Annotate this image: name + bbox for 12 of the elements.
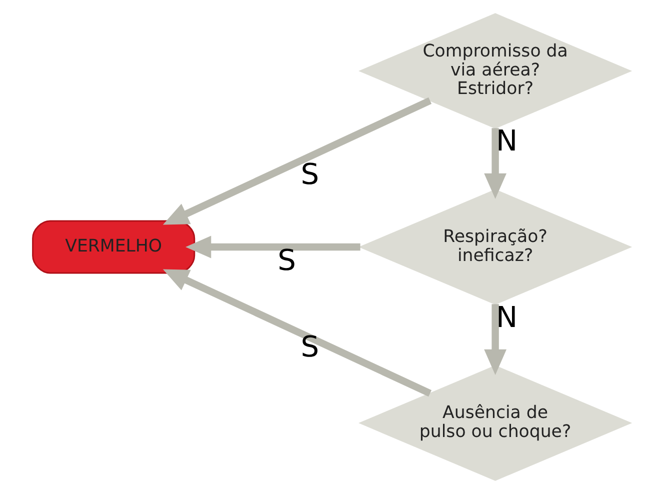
node-diamond: Compromisso da via aérea? Estridor?	[358, 13, 632, 129]
node-box: VERMELHO	[32, 220, 195, 274]
edge-label: S	[300, 329, 319, 364]
node-diamond: Ausência de pulso ou choque?	[358, 365, 632, 481]
arrow	[162, 269, 432, 397]
arrow	[162, 97, 432, 225]
node-diamond: Respiração? ineficaz?	[358, 189, 632, 305]
arrow	[185, 236, 360, 258]
edge-label: S	[300, 156, 319, 191]
arrow	[484, 304, 506, 375]
edge-label: S	[277, 243, 296, 278]
arrow	[484, 128, 506, 199]
